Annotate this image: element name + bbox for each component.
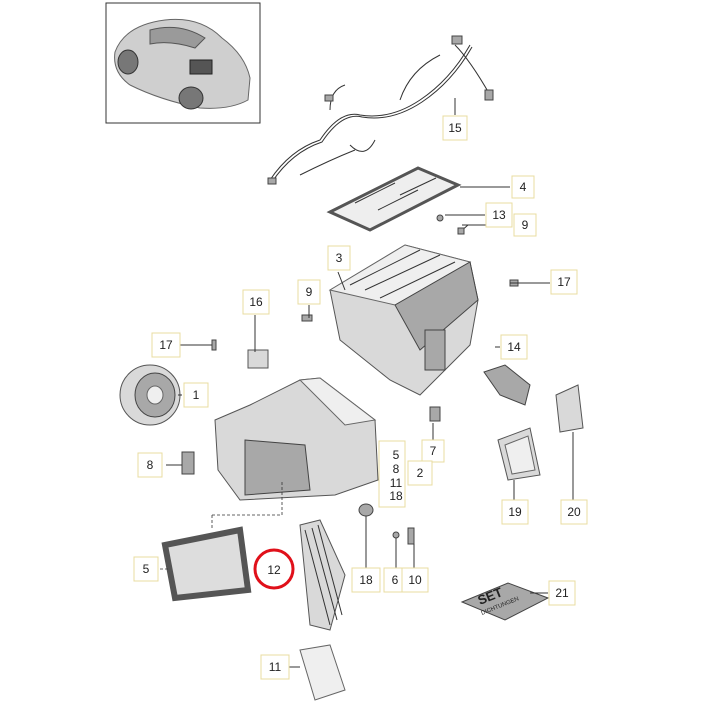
callout-7[interactable]: 7 <box>421 439 445 463</box>
svg-text:17: 17 <box>557 275 571 289</box>
callout-17-left[interactable]: 17 <box>151 332 181 358</box>
callout-14[interactable]: 14 <box>500 334 528 360</box>
group2-item-18: 18 <box>389 489 403 503</box>
evaporator-core <box>299 519 346 631</box>
callout-3[interactable]: 3 <box>327 245 351 271</box>
wiring-harness <box>267 35 494 185</box>
callout-5[interactable]: 5 <box>133 556 159 582</box>
callout-19[interactable]: 19 <box>501 499 529 525</box>
evaporator-housing <box>328 244 479 396</box>
leader-lines <box>160 98 574 668</box>
callout-11[interactable]: 11 <box>260 654 290 680</box>
group2-item-5: 5 <box>393 448 400 462</box>
svg-text:13: 13 <box>492 208 506 222</box>
callout-1[interactable]: 1 <box>183 382 209 408</box>
svg-text:4: 4 <box>520 180 527 194</box>
svg-text:9: 9 <box>306 285 313 299</box>
group2-item-11: 11 <box>390 476 403 490</box>
svg-text:21: 21 <box>555 586 569 600</box>
callout-16[interactable]: 16 <box>242 289 270 315</box>
vehicle-thumbnail <box>105 2 261 124</box>
seal-set-box: SET DICHTUNGEN <box>460 582 550 621</box>
callout-8[interactable]: 8 <box>137 452 163 478</box>
callout-13[interactable]: 13 <box>485 202 513 228</box>
svg-text:9: 9 <box>522 218 529 232</box>
svg-text:19: 19 <box>508 505 522 519</box>
small-parts <box>211 214 531 422</box>
svg-text:18: 18 <box>359 573 373 587</box>
bracket-plate <box>299 644 346 701</box>
svg-text:10: 10 <box>408 573 422 587</box>
callout-17-upper-right[interactable]: 17 <box>550 269 578 295</box>
callout-20[interactable]: 20 <box>560 499 588 525</box>
callout-9-top[interactable]: 9 <box>513 213 537 237</box>
svg-text:12: 12 <box>267 563 281 577</box>
callout-12-highlighted[interactable]: 12 <box>253 548 295 590</box>
callout-18[interactable]: 18 <box>351 567 381 593</box>
svg-text:15: 15 <box>448 121 462 135</box>
svg-text:1: 1 <box>193 388 200 402</box>
svg-text:7: 7 <box>430 444 437 458</box>
gasket-seal <box>161 526 252 602</box>
callout-2-group[interactable]: 5 8 11 18 2 <box>378 440 433 508</box>
callout-15[interactable]: 15 <box>442 115 468 141</box>
callout-4[interactable]: 4 <box>511 175 535 199</box>
callout-10[interactable]: 10 <box>401 567 429 593</box>
ring-and-screws <box>358 503 415 545</box>
svg-text:11: 11 <box>269 660 282 674</box>
blower-housing <box>181 377 379 501</box>
callout-21[interactable]: 21 <box>548 580 576 606</box>
svg-text:16: 16 <box>249 295 263 309</box>
air-duct-frames <box>497 384 584 481</box>
svg-text:14: 14 <box>507 340 521 354</box>
blower-motor <box>119 364 181 426</box>
svg-text:2: 2 <box>417 466 424 480</box>
svg-text:20: 20 <box>567 505 581 519</box>
svg-text:6: 6 <box>392 573 399 587</box>
svg-text:3: 3 <box>336 251 343 265</box>
callout-9-left[interactable]: 9 <box>297 279 321 305</box>
cabin-filter-frame <box>326 166 462 232</box>
group2-item-8: 8 <box>393 462 400 476</box>
svg-text:17: 17 <box>159 338 173 352</box>
svg-text:8: 8 <box>147 458 154 472</box>
svg-text:5: 5 <box>143 562 150 576</box>
